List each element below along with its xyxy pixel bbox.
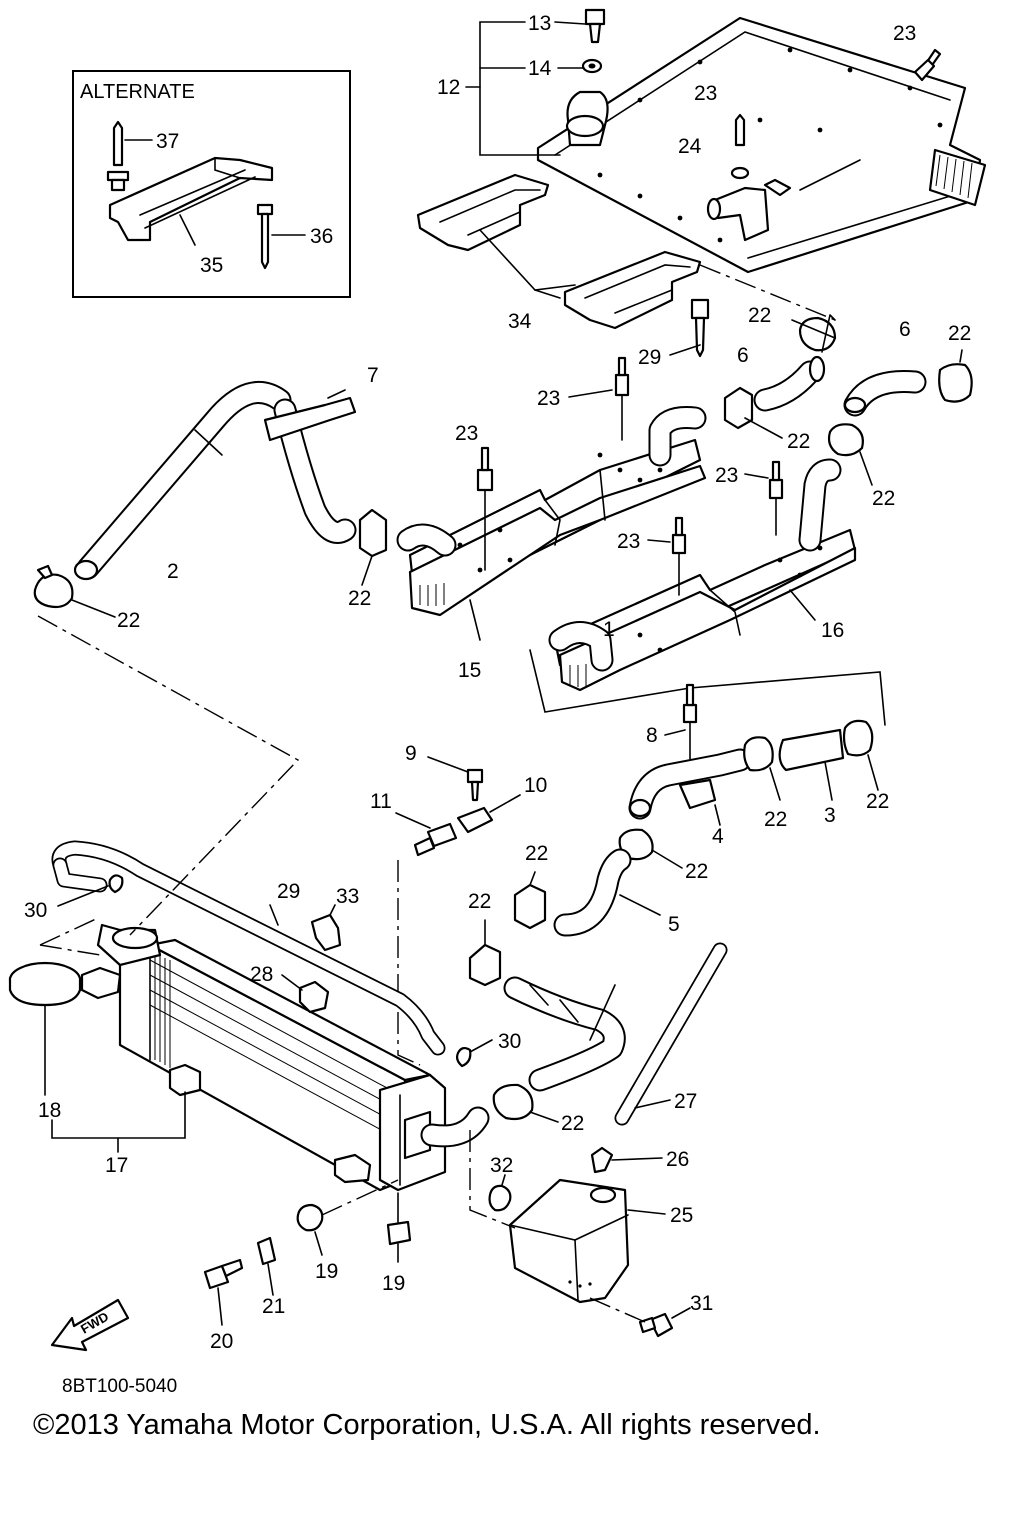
- callout-1: 1: [603, 618, 615, 641]
- hose-1: [503, 976, 626, 1092]
- callout-3: 3: [824, 804, 836, 827]
- callout-22-k: 22: [468, 890, 491, 913]
- callout-22-j: 22: [525, 842, 548, 865]
- callout-36: 36: [310, 225, 333, 248]
- callout-23-b: 23: [694, 82, 717, 105]
- callout-29-b: 29: [277, 880, 300, 903]
- callout-33: 33: [336, 885, 359, 908]
- callout-22-d: 22: [948, 322, 971, 345]
- callout-19b: 19: [382, 1272, 405, 1295]
- callout-18: 18: [38, 1099, 61, 1122]
- callout-14: 14: [528, 57, 552, 80]
- cooler-15: [396, 406, 707, 641]
- hose-2: [73, 381, 357, 581]
- callout-30-b: 30: [498, 1030, 521, 1053]
- callout-28: 28: [250, 963, 273, 986]
- callout-4: 4: [712, 825, 724, 848]
- callout-7: 7: [367, 364, 379, 387]
- callout-35: 35: [200, 254, 223, 277]
- callout-5: 5: [668, 913, 680, 936]
- callout-23-d: 23: [455, 422, 478, 445]
- callout-23-a: 23: [893, 22, 916, 45]
- callout-22-f: 22: [872, 487, 895, 510]
- callout-34: 34: [508, 310, 532, 333]
- callout-22-h: 22: [866, 790, 889, 813]
- callout-22-g: 22: [764, 808, 787, 831]
- callout-26: 26: [666, 1148, 689, 1171]
- callout-20: 20: [210, 1330, 233, 1353]
- callout-22-a: 22: [117, 609, 140, 632]
- callout-16: 16: [821, 619, 844, 642]
- callout-23-f: 23: [617, 530, 640, 553]
- callout-23-c: 23: [537, 387, 560, 410]
- reservoir-25: [508, 1178, 630, 1304]
- callout-23-e: 23: [715, 464, 738, 487]
- callout-22-c: 22: [748, 304, 771, 327]
- callout-9: 9: [405, 742, 417, 765]
- callout-22-i: 22: [685, 860, 708, 883]
- radiator-17: [51, 840, 490, 1192]
- callout-15: 15: [458, 659, 481, 682]
- callout-27: 27: [674, 1090, 697, 1113]
- radiator-cap-18: [8, 961, 82, 1096]
- callout-10: 10: [524, 774, 547, 797]
- callout-6b: 6: [899, 318, 911, 341]
- callout-30-a: 30: [24, 899, 47, 922]
- callout-17: 17: [105, 1154, 128, 1177]
- callout-25: 25: [670, 1204, 693, 1227]
- callout-29-a: 29: [638, 346, 661, 369]
- hoses-6: [753, 355, 927, 417]
- callout-24: 24: [678, 135, 702, 158]
- callout-22-l: 22: [561, 1112, 584, 1135]
- callout-22-e: 22: [787, 430, 810, 453]
- brackets-34: [416, 173, 702, 330]
- alternate-inset: ALTERNATE: [72, 70, 351, 298]
- fitting-group-4: [553, 683, 879, 937]
- callout-2: 2: [167, 560, 179, 583]
- callout-11: 11: [370, 790, 392, 813]
- copyright-notice: ©2013 Yamaha Motor Corporation, U.S.A. A…: [33, 1409, 821, 1441]
- cooler-16: [548, 458, 857, 692]
- hull-deck-plate: [536, 8, 987, 274]
- callout-22-b: 22: [348, 587, 371, 610]
- callout-37: 37: [156, 130, 179, 153]
- callout-13: 13: [528, 12, 551, 35]
- callout-21: 21: [262, 1295, 285, 1318]
- forward-arrow: FWD: [50, 1298, 130, 1352]
- callout-31: 31: [690, 1292, 713, 1315]
- alternate-title: ALTERNATE: [80, 81, 195, 103]
- diagram-part-number: 8BT100-5040: [62, 1376, 177, 1397]
- callout-6a: 6: [737, 344, 749, 367]
- callout-32: 32: [490, 1154, 513, 1177]
- sensor-group: [395, 756, 521, 857]
- callout-19a: 19: [315, 1260, 338, 1283]
- callout-12: 12: [437, 76, 460, 99]
- callout-8: 8: [646, 724, 658, 747]
- callout-labels: 1 2 3 4 5 6 6 7 8 9 10 11 12 13 14 15 16…: [24, 12, 971, 1353]
